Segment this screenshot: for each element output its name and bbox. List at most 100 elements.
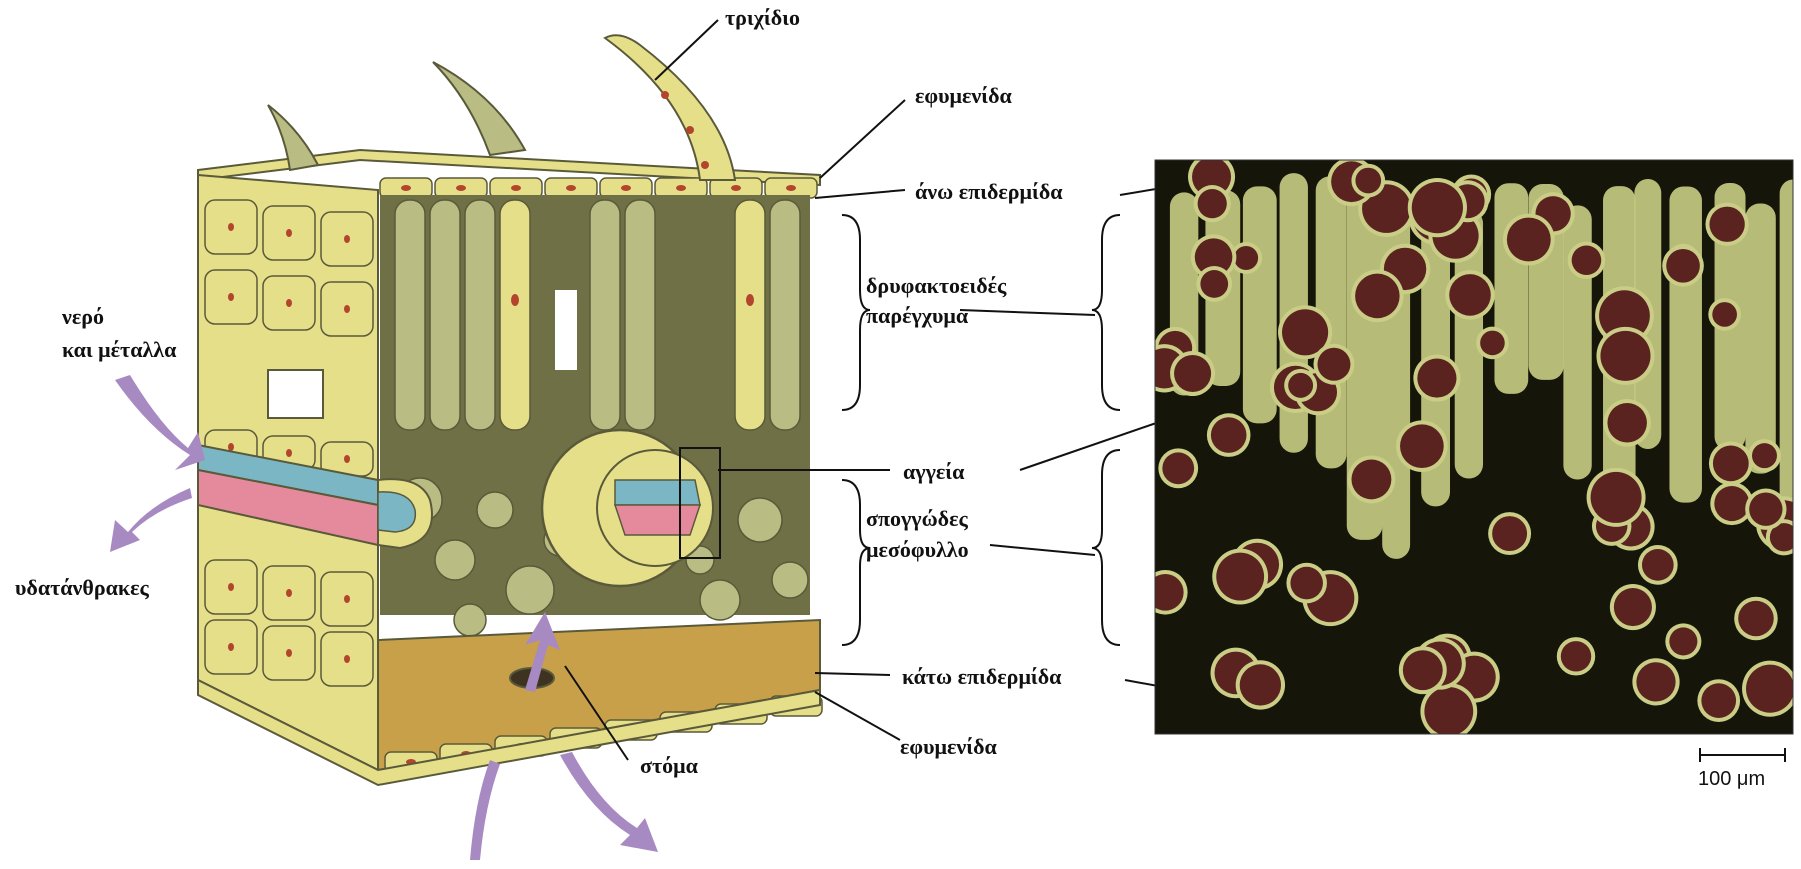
micrograph-cell-interior [1507,218,1551,262]
micrograph-cell-interior [1636,662,1675,701]
label-carbohydrates: υδατάνθρακες [15,574,149,603]
micrograph-cell-interior [1666,249,1700,283]
label-water-line1: νερό [62,303,104,332]
micrograph-cell-interior [1746,665,1794,713]
micrograph-cell-interior [1449,274,1491,316]
nucleus [456,185,466,191]
scale-bar-label: 100 μm [1698,768,1765,791]
label-lower-epidermis: κάτω επιδερμίδα [902,663,1061,692]
nucleus [344,235,350,243]
label-palisade-line2: παρέγχυμα [866,302,968,331]
micrograph-cell-interior [1492,516,1527,551]
palisade-cells [395,200,800,430]
water-in-arrow [115,375,205,470]
label-water-line2: και μέταλλα [62,336,176,365]
spongy-cell [435,540,475,580]
spongy-cell [772,562,808,598]
micrograph-cell-interior [1614,588,1652,626]
micrograph-cell-interior [1749,493,1782,526]
palisade-cell [500,200,530,430]
nucleus [344,305,350,313]
micrograph-cell-interior [1738,601,1774,637]
micrograph-cell-interior [1403,650,1443,690]
micrograph-cell-interior [1162,452,1194,484]
air-space-1 [268,370,323,418]
palisade-cell [465,200,495,430]
label-palisade-line1: δρυφακτοειδές [866,272,1006,301]
micrograph-cell-interior [1600,331,1650,381]
nucleus [344,455,350,463]
nucleus [786,185,796,191]
scale-bar [1700,748,1785,762]
micrograph-cell-interior [1752,443,1777,468]
nucleus [676,185,686,191]
micrograph-cell-interior [1572,245,1602,275]
nucleus [228,443,234,451]
nucleus [401,185,411,191]
nucleus [511,185,521,191]
nucleus [731,185,741,191]
gas-down-arrow-left [470,760,500,860]
nucleus [286,649,292,657]
spongy-cell [477,492,513,528]
carbohydrate-out-arrow [110,488,192,552]
nucleus [621,185,631,191]
palisade-bracket-right [1092,215,1120,410]
nucleus [286,589,292,597]
label-stoma: στόμα [640,752,698,781]
electron-micrograph [1140,153,1801,739]
air-space-2 [555,290,577,370]
micrograph-column [1780,179,1801,508]
spongy-bracket-right [1092,450,1120,645]
label-vessels: αγγεία [903,458,964,487]
micrograph-cell-interior [1701,683,1736,718]
palisade-cell [770,200,800,430]
micrograph-cell-interior [1147,574,1184,611]
micrograph-cell-interior [1417,359,1456,398]
leaf-block-illustration [110,35,822,860]
micrograph-cell-interior [1174,355,1211,392]
micrograph-cell-interior [1712,302,1737,327]
micrograph-cell-interior [1480,331,1505,356]
nucleus [344,655,350,663]
micrograph-cell-interior [1288,373,1313,398]
spongy-cell [506,566,554,614]
nucleus [746,294,754,306]
label-cuticle-bottom: εφυμενίδα [900,733,997,762]
micrograph-cell-interior [1355,274,1400,319]
label-spongy-line1: σπογγώδες [866,505,968,534]
nucleus [344,595,350,603]
nucleus [286,299,292,307]
micrograph-cell-interior [1591,472,1642,523]
micrograph-cell-interior [1317,348,1350,381]
micrograph-column [1382,188,1410,559]
nucleus [566,185,576,191]
micrograph-cell-interior [1412,182,1463,233]
palisade-cell [430,200,460,430]
micrograph-cell-interior [1351,459,1391,499]
micrograph-cell-interior [1561,641,1591,671]
palisade-cell [625,200,655,430]
micrograph-cell-interior [1290,567,1323,600]
micrograph-cell-interior [1607,403,1646,442]
micrograph-cell-interior [1211,417,1247,453]
nucleus [286,229,292,237]
micrograph-cell-interior [1642,549,1674,581]
micrograph-cell-interior [1424,687,1473,736]
palisade-cell [395,200,425,430]
micrograph-cell-interior [1234,246,1258,270]
nucleus [228,643,234,651]
label-spongy-line2: μεσόφυλλο [866,536,969,565]
micrograph-cell-interior [1714,486,1749,521]
micrograph-cell-interior [1669,627,1697,655]
micrograph-cell-interior [1713,445,1749,481]
micrograph-cell-interior [1198,189,1227,218]
micrograph-cell-interior [1709,207,1744,242]
spongy-cell [700,580,740,620]
nucleus [228,583,234,591]
micrograph-cell-interior [1216,553,1264,601]
palisade-cell [735,200,765,430]
micrograph-cell-interior [1355,168,1381,194]
label-cuticle-top: εφυμενίδα [915,82,1012,111]
